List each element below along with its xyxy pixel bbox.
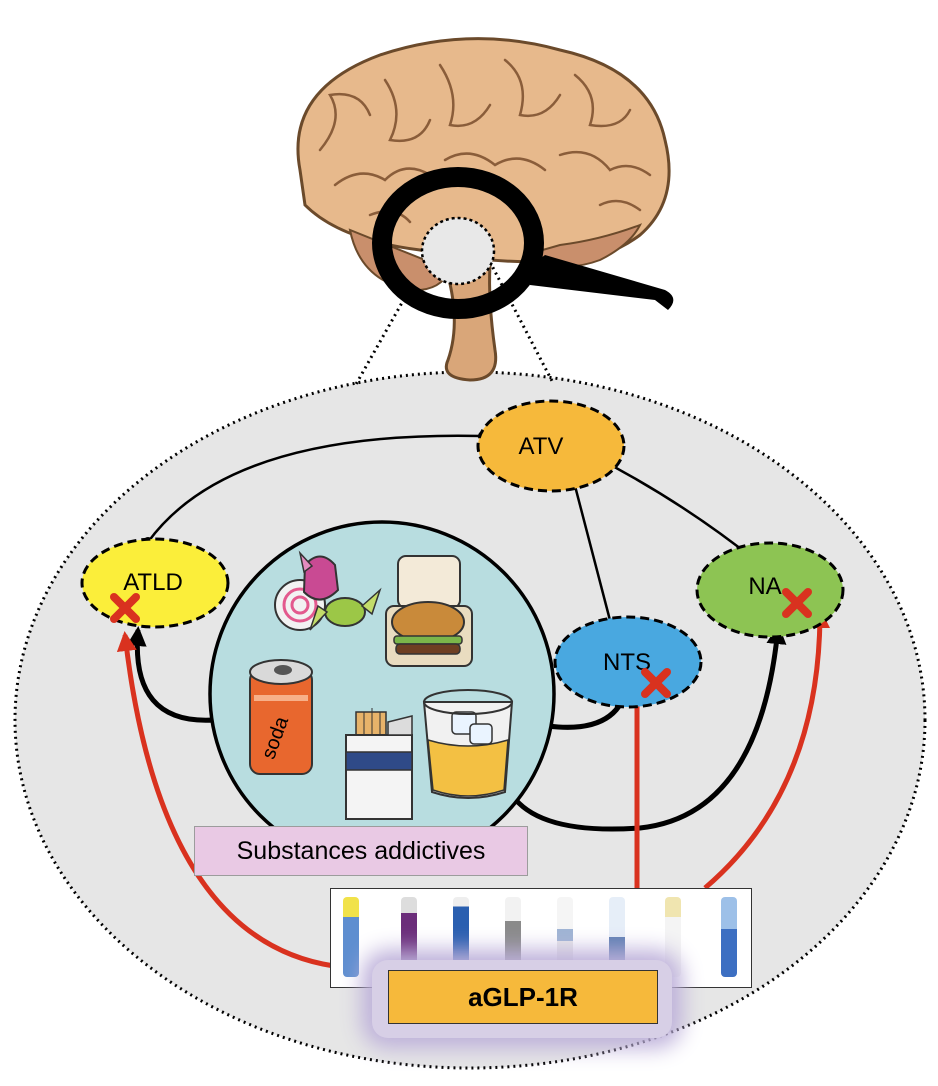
node-atld-label: ATLD — [123, 569, 183, 596]
arrow-substances-to-atld — [126, 626, 215, 723]
substances-label-text: Substances addictives — [236, 836, 486, 865]
injection-pen-icon — [557, 897, 573, 977]
drug-label-text: aGLP-1R — [468, 981, 578, 1012]
zoom-line-right — [488, 261, 554, 382]
injection-pen-icon — [343, 897, 359, 977]
injection-pen-icon — [505, 897, 521, 977]
substances-label: Substances addictives — [194, 826, 528, 876]
block-cross-icon — [110, 593, 140, 623]
node-na-label: NA — [748, 573, 781, 600]
magnifying-glass-icon — [372, 167, 674, 319]
whisky-glass-icon — [422, 689, 514, 799]
connection-atld-atv — [146, 434, 484, 543]
arrow-glp1r-to-na — [703, 608, 830, 890]
block-cross-icon — [782, 588, 812, 618]
brain-icon — [296, 37, 671, 382]
node-atv-label: ATV — [519, 433, 564, 460]
injection-pen-icon — [453, 897, 469, 977]
injection-pen-icon — [665, 897, 681, 977]
cigarette-pack-icon — [345, 708, 413, 820]
soda-can-icon: soda — [249, 659, 313, 775]
drug-label: aGLP-1R — [388, 970, 658, 1024]
burger-box-icon — [385, 555, 473, 667]
node-atld: ATLD — [80, 537, 230, 629]
candy-icon — [274, 550, 382, 631]
node-nts: NTS — [553, 615, 703, 709]
node-atv: ATV — [476, 399, 626, 493]
injection-pen-icon — [401, 897, 417, 977]
block-cross-icon — [641, 668, 671, 698]
arrow-substances-to-na — [509, 624, 787, 832]
injection-pen-icon — [609, 897, 625, 977]
node-na: NA — [695, 541, 845, 639]
injection-pen-icon — [721, 897, 737, 977]
